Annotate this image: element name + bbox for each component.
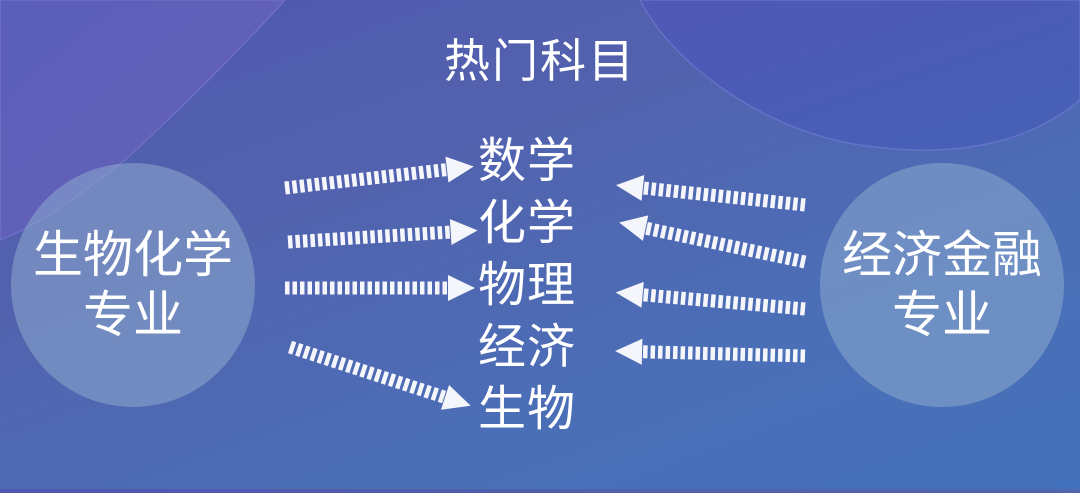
subject-list: 数学 化学 物理 经济 生物 <box>478 130 588 440</box>
subject-economics: 经济 <box>478 319 577 375</box>
subject-physics: 物理 <box>478 257 577 313</box>
page-title: 热门科目 <box>444 34 636 88</box>
decorative-blob-right <box>639 0 1080 151</box>
subject-chemistry: 化学 <box>478 195 577 251</box>
major-label-line1: 经济金融 <box>842 226 1042 284</box>
major-label-line1: 生物化学 <box>33 226 233 284</box>
major-circle-economics-finance: 经济金融 专业 <box>820 163 1064 407</box>
subject-biology: 生物 <box>478 381 577 437</box>
major-label-line2: 专业 <box>83 286 183 344</box>
major-circle-biochemistry: 生物化学 专业 <box>11 163 255 407</box>
subject-math: 数学 <box>478 133 577 189</box>
major-label-line2: 专业 <box>892 286 992 344</box>
